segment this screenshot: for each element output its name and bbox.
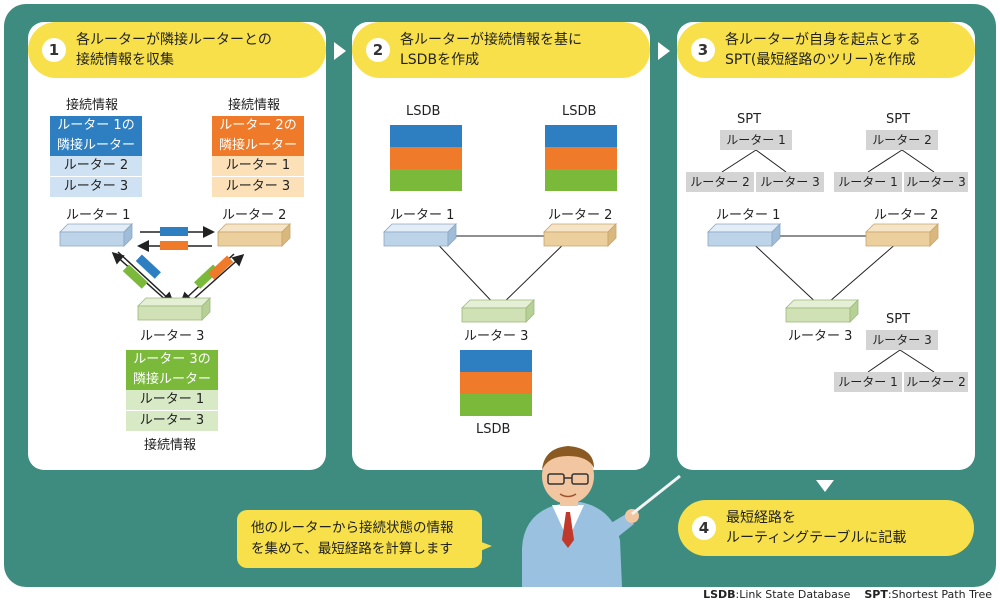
router-label: ルーター 3: [140, 329, 205, 344]
router-label: ルーター 2: [874, 208, 939, 223]
router-3-neighbors-header: ルーター 3の隣接ルーター: [126, 350, 218, 390]
spt-root: ルーター 1: [720, 130, 792, 150]
router-icon: [543, 223, 617, 247]
spt-leaf: ルーター 1: [834, 372, 902, 392]
router-label: ルーター 2: [222, 208, 287, 223]
lsdb-stack: [390, 125, 462, 191]
step-number: 4: [692, 516, 716, 540]
lsdb-label: LSDB: [476, 422, 511, 437]
router-3-neighbor: ルーター 1: [126, 390, 218, 410]
router-label: ルーター 1: [716, 208, 781, 223]
spt-label: SPT: [737, 112, 762, 127]
router-1-neighbor: ルーター 2: [50, 156, 142, 176]
router-label: ルーター 1: [390, 208, 455, 223]
router-icon: [707, 223, 781, 247]
lsdb-label: LSDB: [562, 104, 597, 119]
exchange-arrows: [111, 226, 245, 305]
step-title: 各ルーターが隣接ルーターとの接続情報を収集: [76, 32, 272, 68]
spt-leaf: ルーター 3: [756, 172, 824, 192]
router-icon: [383, 223, 457, 247]
router-label: ルーター 3: [788, 329, 853, 344]
router-2-neighbor: ルーター 1: [212, 156, 304, 176]
info-label: 接続情報: [144, 438, 197, 453]
spt-leaf: ルーター 3: [904, 172, 968, 192]
router-2-neighbor: ルーター 3: [212, 177, 304, 197]
router-2-neighbors-header: ルーター 2の隣接ルーター: [212, 116, 304, 156]
step-1-header: 1 各ルーターが隣接ルーターとの接続情報を収集: [28, 22, 326, 78]
router-icon: [59, 223, 133, 247]
router-label: ルーター 3: [464, 329, 529, 344]
speech-bubble: 他のルーターから接続状態の情報 を集めて、最短経路を計算します: [237, 510, 482, 568]
spt-root: ルーター 3: [866, 330, 938, 350]
lsdb-label: LSDB: [406, 104, 441, 119]
step-title: 最短経路をルーティングテーブルに記載: [726, 510, 907, 546]
spt-label: SPT: [886, 112, 911, 127]
router-icon: [461, 299, 535, 323]
step-4-header: 4 最短経路をルーティングテーブルに記載: [678, 500, 974, 556]
arrow-right-icon: [334, 42, 346, 60]
router-1-neighbors-header: ルーター 1の隣接ルーター: [50, 116, 142, 156]
lsdb-stack: [460, 350, 532, 416]
teacher-figure: [522, 446, 639, 587]
router-icon: [137, 297, 211, 321]
step-number: 2: [366, 38, 390, 62]
spt-leaf: ルーター 2: [904, 372, 968, 392]
arrow-right-icon: [658, 42, 670, 60]
router-icon: [217, 223, 291, 247]
step-number: 3: [691, 38, 715, 62]
spt-label: SPT: [886, 312, 911, 327]
lsdb-stack: [545, 125, 617, 191]
step-number: 1: [42, 38, 66, 62]
spt-root: ルーター 2: [866, 130, 938, 150]
spt-leaf: ルーター 1: [834, 172, 902, 192]
info-label: 接続情報: [66, 98, 119, 113]
pointer-stick: [631, 474, 681, 516]
abbreviation-legend: LSDB:Link State Database SPT:Shortest Pa…: [703, 588, 992, 601]
network-links-step-2: [429, 235, 573, 309]
router-icon: [865, 223, 939, 247]
info-label: 接続情報: [228, 98, 281, 113]
spt-leaf: ルーター 2: [686, 172, 754, 192]
router-label: ルーター 1: [66, 208, 131, 223]
arrow-down-icon: [816, 480, 834, 492]
router-3-neighbor: ルーター 3: [126, 411, 218, 431]
router-label: ルーター 2: [548, 208, 613, 223]
router-1-neighbor: ルーター 3: [50, 177, 142, 197]
router-icon: [785, 299, 859, 323]
